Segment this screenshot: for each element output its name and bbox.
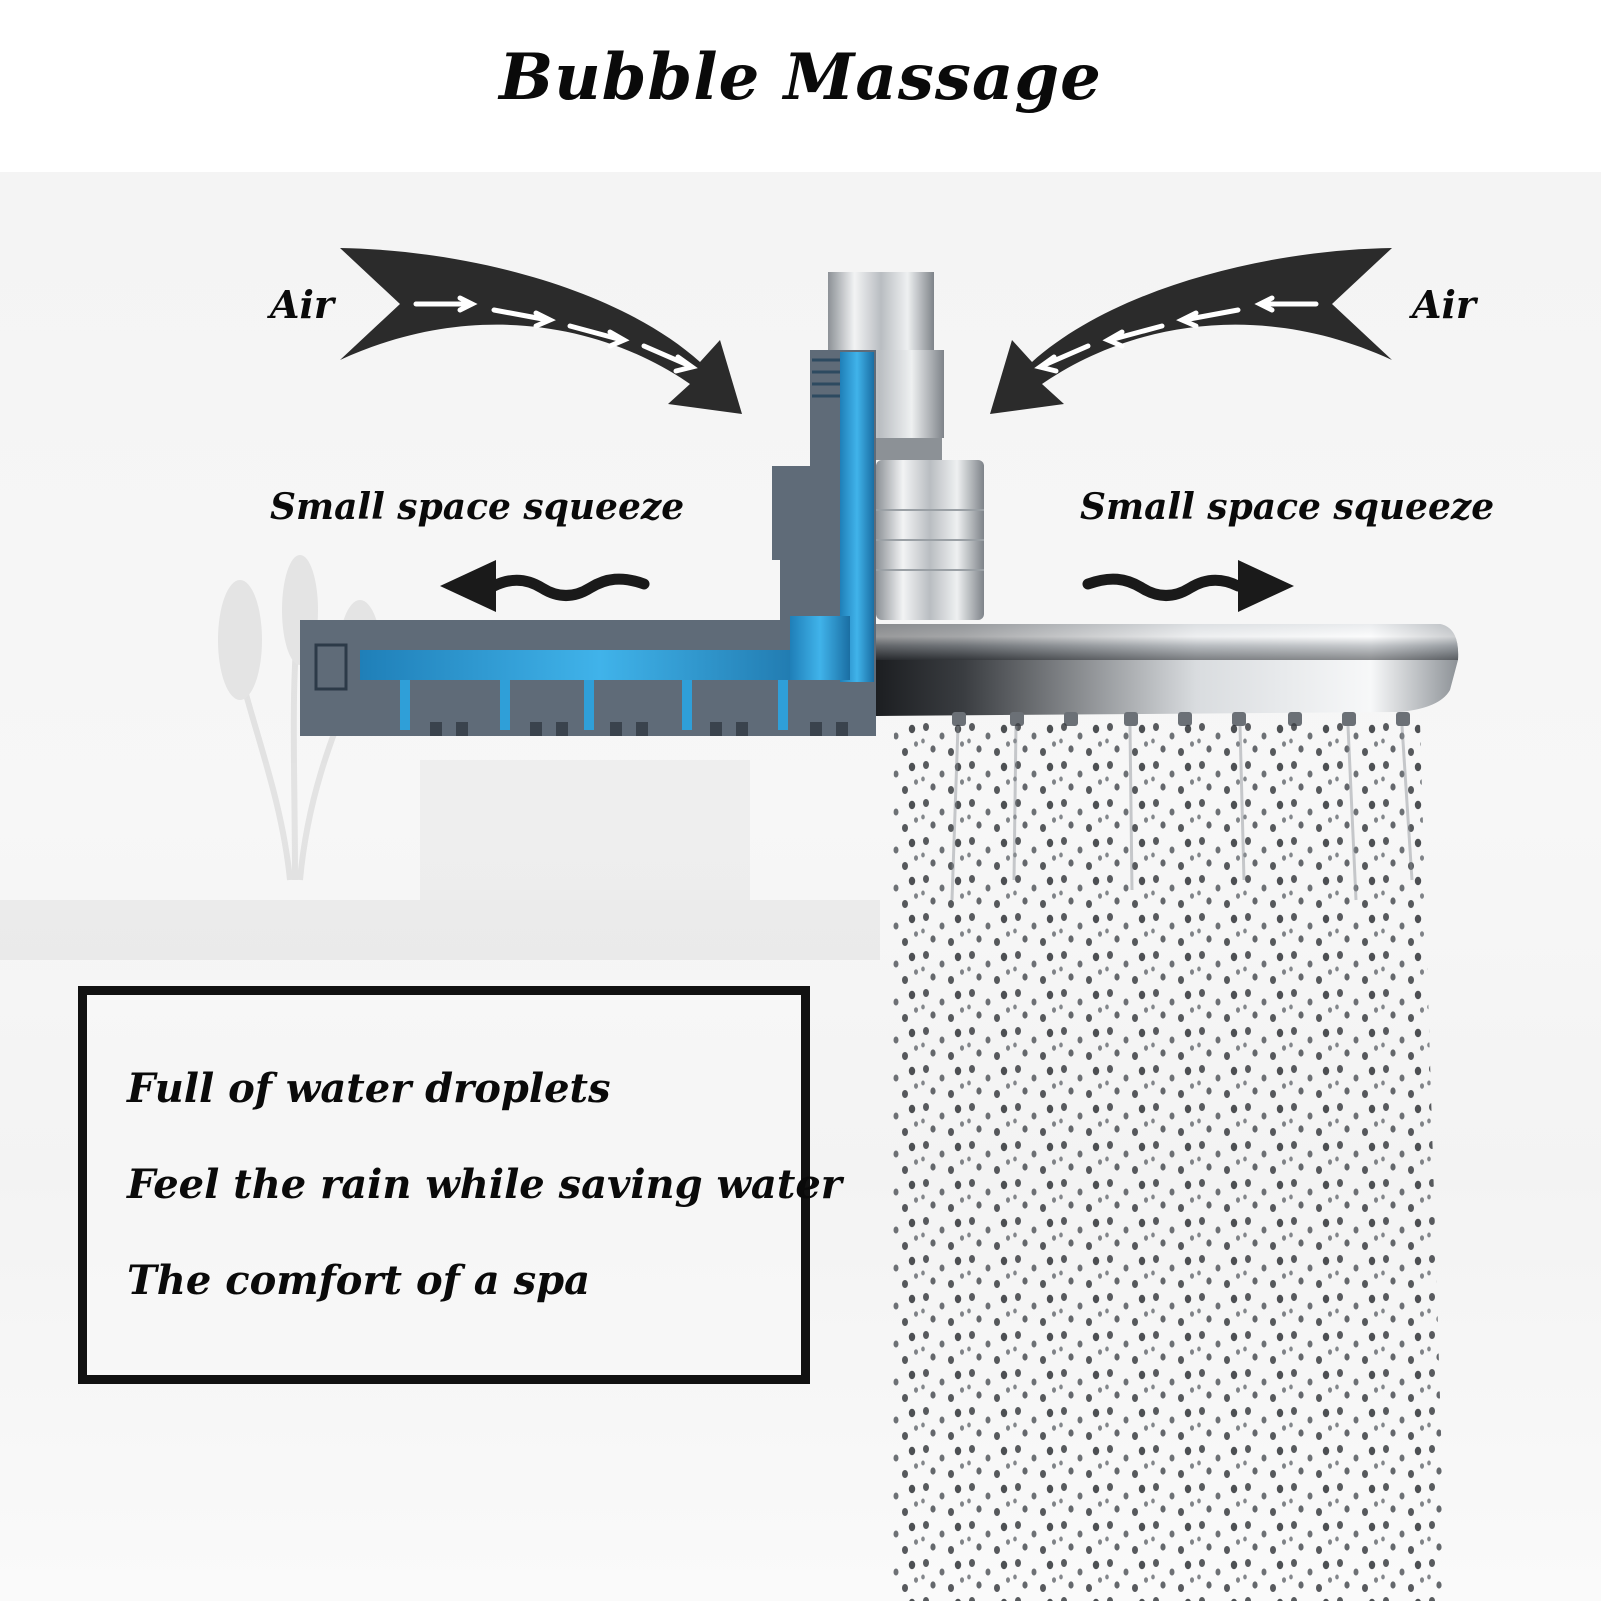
squeeze-arrow-left	[440, 560, 650, 612]
air-label-right: Air	[1412, 282, 1476, 327]
air-label-left: Air	[270, 282, 334, 327]
page-title: Bubble Massage	[499, 40, 1102, 115]
water-spray	[890, 722, 1446, 1601]
feature-list-box: Full of water droplets Feel the rain whi…	[78, 986, 842, 1384]
squeeze-label-right: Small space squeeze	[1080, 486, 1495, 528]
feature-item: Full of water droplets	[127, 1065, 611, 1112]
background-tub	[0, 760, 880, 960]
cutaway-section	[300, 350, 876, 736]
feature-item: Feel the rain while saving water	[127, 1161, 842, 1208]
shower-head-disc	[876, 624, 1459, 726]
air-arrow-left	[340, 248, 742, 414]
squeeze-label-left: Small space squeeze	[270, 486, 685, 528]
squeeze-arrow-right	[1082, 560, 1294, 612]
air-arrow-right	[990, 248, 1392, 414]
feature-item: The comfort of a spa	[127, 1257, 591, 1304]
